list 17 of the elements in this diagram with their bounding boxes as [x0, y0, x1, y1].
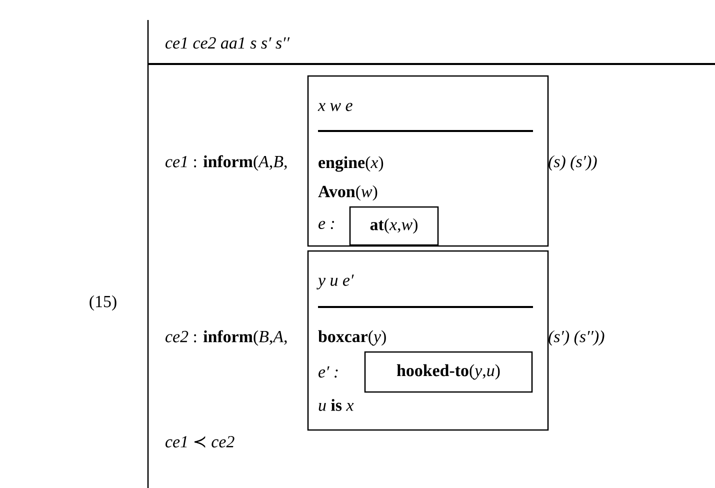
- condition-text: ce2 : inform(B,A,: [166, 330, 287, 346]
- condition-text: (s′) (s′′)): [548, 330, 604, 346]
- referent-list: x w e: [318, 102, 352, 112]
- referent-list: ce1 ce2 aa1 s s′ s′′: [166, 37, 290, 49]
- condition-text: u is x: [318, 399, 354, 411]
- condition-text: Avon(w): [318, 185, 378, 201]
- condition-text: ce1 ≺ ce2: [166, 436, 234, 448]
- referent-list: y u e′: [316, 274, 354, 290]
- condition-text: at(x,w): [370, 218, 418, 234]
- condition-text: hooked-to(y,u): [396, 364, 500, 380]
- condition-text: ce1 : inform(A,B,: [166, 155, 287, 171]
- condition-text: e′ :: [318, 366, 338, 378]
- condition-text: e :: [318, 220, 334, 230]
- condition-text: boxcar(y): [318, 330, 386, 346]
- condition-text: (s) (s′)): [548, 155, 597, 171]
- example-number: (15): [90, 295, 116, 311]
- condition-text: engine(x): [318, 156, 384, 172]
